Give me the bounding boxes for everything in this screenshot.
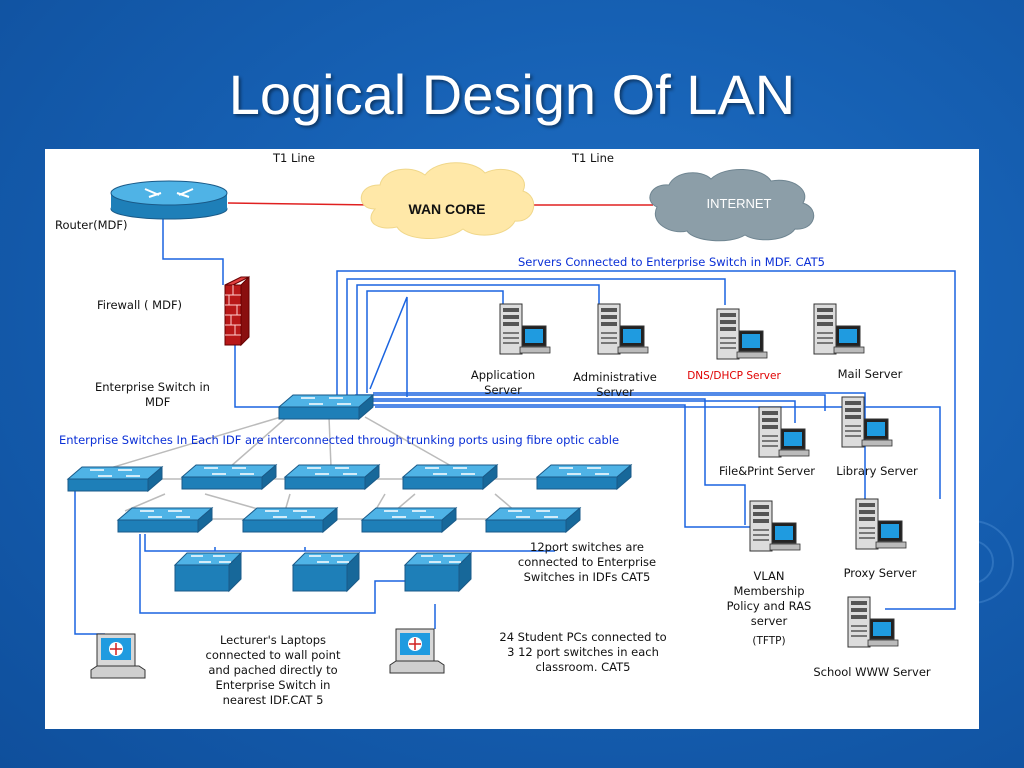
- enterprise-switch-mdf[interactable]: [278, 394, 374, 420]
- file-print-server-icon[interactable]: [758, 406, 810, 458]
- server-links: [336, 270, 956, 610]
- file-print-server-label: File&Print Server: [719, 464, 815, 478]
- link-router-firewall: [162, 215, 224, 285]
- lecturer-label-2: connected to wall point: [206, 648, 341, 662]
- t1-label-left: T1 Line: [272, 151, 315, 165]
- router-icon[interactable]: [110, 180, 228, 220]
- internet-cloud[interactable]: [649, 168, 815, 242]
- student-label-1: 24 Student PCs connected to: [499, 630, 666, 644]
- servers-note: Servers Connected to Enterprise Switch i…: [518, 255, 825, 269]
- idf-switch[interactable]: [536, 464, 632, 490]
- firewall-label: Firewall ( MDF): [97, 298, 182, 312]
- vlan-label-5: (TFTP): [752, 635, 785, 647]
- wan-core-label: WAN CORE: [409, 201, 486, 217]
- idf-switch[interactable]: [361, 507, 457, 533]
- lecturer-label-1: Lecturer's Laptops: [220, 633, 326, 647]
- internet-label: INTERNET: [707, 196, 772, 211]
- vlan-label-3: Policy and RAS: [727, 599, 812, 613]
- student-pc-icon[interactable]: [389, 628, 445, 674]
- access-links: [74, 491, 555, 635]
- port12-label-1: 12port switches are: [530, 540, 644, 554]
- router-label: Router(MDF): [55, 218, 127, 232]
- lecturer-laptop-icon[interactable]: [90, 633, 146, 679]
- admin-server-label-2: Server: [596, 385, 634, 399]
- dns-dhcp-server-icon[interactable]: [716, 308, 768, 360]
- vlan-label-2: Membership: [733, 584, 804, 598]
- enterprise-switch-label-1: Enterprise Switch in: [95, 380, 210, 394]
- port12-switch[interactable]: [404, 552, 472, 592]
- lecturer-label-4: Enterprise Switch in: [216, 678, 331, 692]
- diagram-panel: Router(MDF) T1 Line T1 Line WAN CORE INT…: [45, 149, 979, 729]
- idf-switch[interactable]: [117, 507, 213, 533]
- library-server-icon[interactable]: [841, 396, 893, 448]
- port12-label-3: Switches in IDFs CAT5: [524, 570, 651, 584]
- admin-server-label-1: Administrative: [573, 370, 657, 384]
- app-server-label-1: Application: [471, 368, 535, 382]
- proxy-server-label: Proxy Server: [844, 566, 917, 580]
- idf-switch[interactable]: [485, 507, 581, 533]
- idf-switch[interactable]: [402, 464, 498, 490]
- vlan-label-4: server: [751, 614, 788, 628]
- application-server-icon[interactable]: [499, 303, 551, 355]
- app-server-label-2: Server: [484, 383, 522, 397]
- student-label-2: 3 12 port switches in each: [507, 645, 659, 659]
- idf-switch[interactable]: [67, 466, 163, 492]
- slide-title: Logical Design Of LAN: [228, 63, 796, 126]
- port12-label-2: connected to Enterprise: [518, 555, 656, 569]
- idf-switch[interactable]: [284, 464, 380, 490]
- proxy-server-icon[interactable]: [855, 498, 907, 550]
- vlan-label-1: VLAN: [753, 569, 784, 583]
- t1-label-right: T1 Line: [571, 151, 614, 165]
- wan-core-cloud[interactable]: [360, 162, 535, 240]
- school-www-server-icon[interactable]: [847, 596, 899, 648]
- idf-switch[interactable]: [242, 507, 338, 533]
- idf-note: Enterprise Switches In Each IDF are inte…: [59, 433, 619, 447]
- link-firewall-switch: [234, 344, 282, 408]
- mail-server-icon[interactable]: [813, 303, 865, 355]
- port12-switch[interactable]: [292, 552, 360, 592]
- www-server-label: School WWW Server: [813, 665, 931, 679]
- dns-server-label: DNS/DHCP Server: [687, 370, 781, 382]
- firewall-icon[interactable]: [224, 275, 250, 347]
- lecturer-label-5: nearest IDF.CAT 5: [223, 693, 324, 707]
- t1-link-router-wan: [227, 202, 376, 206]
- library-server-label: Library Server: [836, 464, 918, 478]
- lecturer-label-3: and pached directly to: [208, 663, 337, 677]
- enterprise-switch-label-2: MDF: [145, 395, 170, 409]
- idf-switch[interactable]: [181, 464, 277, 490]
- student-label-3: classroom. CAT5: [536, 660, 631, 674]
- vlan-ras-server-icon[interactable]: [749, 500, 801, 552]
- port12-switch[interactable]: [174, 552, 242, 592]
- administrative-server-icon[interactable]: [597, 303, 649, 355]
- mail-server-label: Mail Server: [838, 367, 903, 381]
- network-diagram: Router(MDF) T1 Line T1 Line WAN CORE INT…: [55, 151, 956, 707]
